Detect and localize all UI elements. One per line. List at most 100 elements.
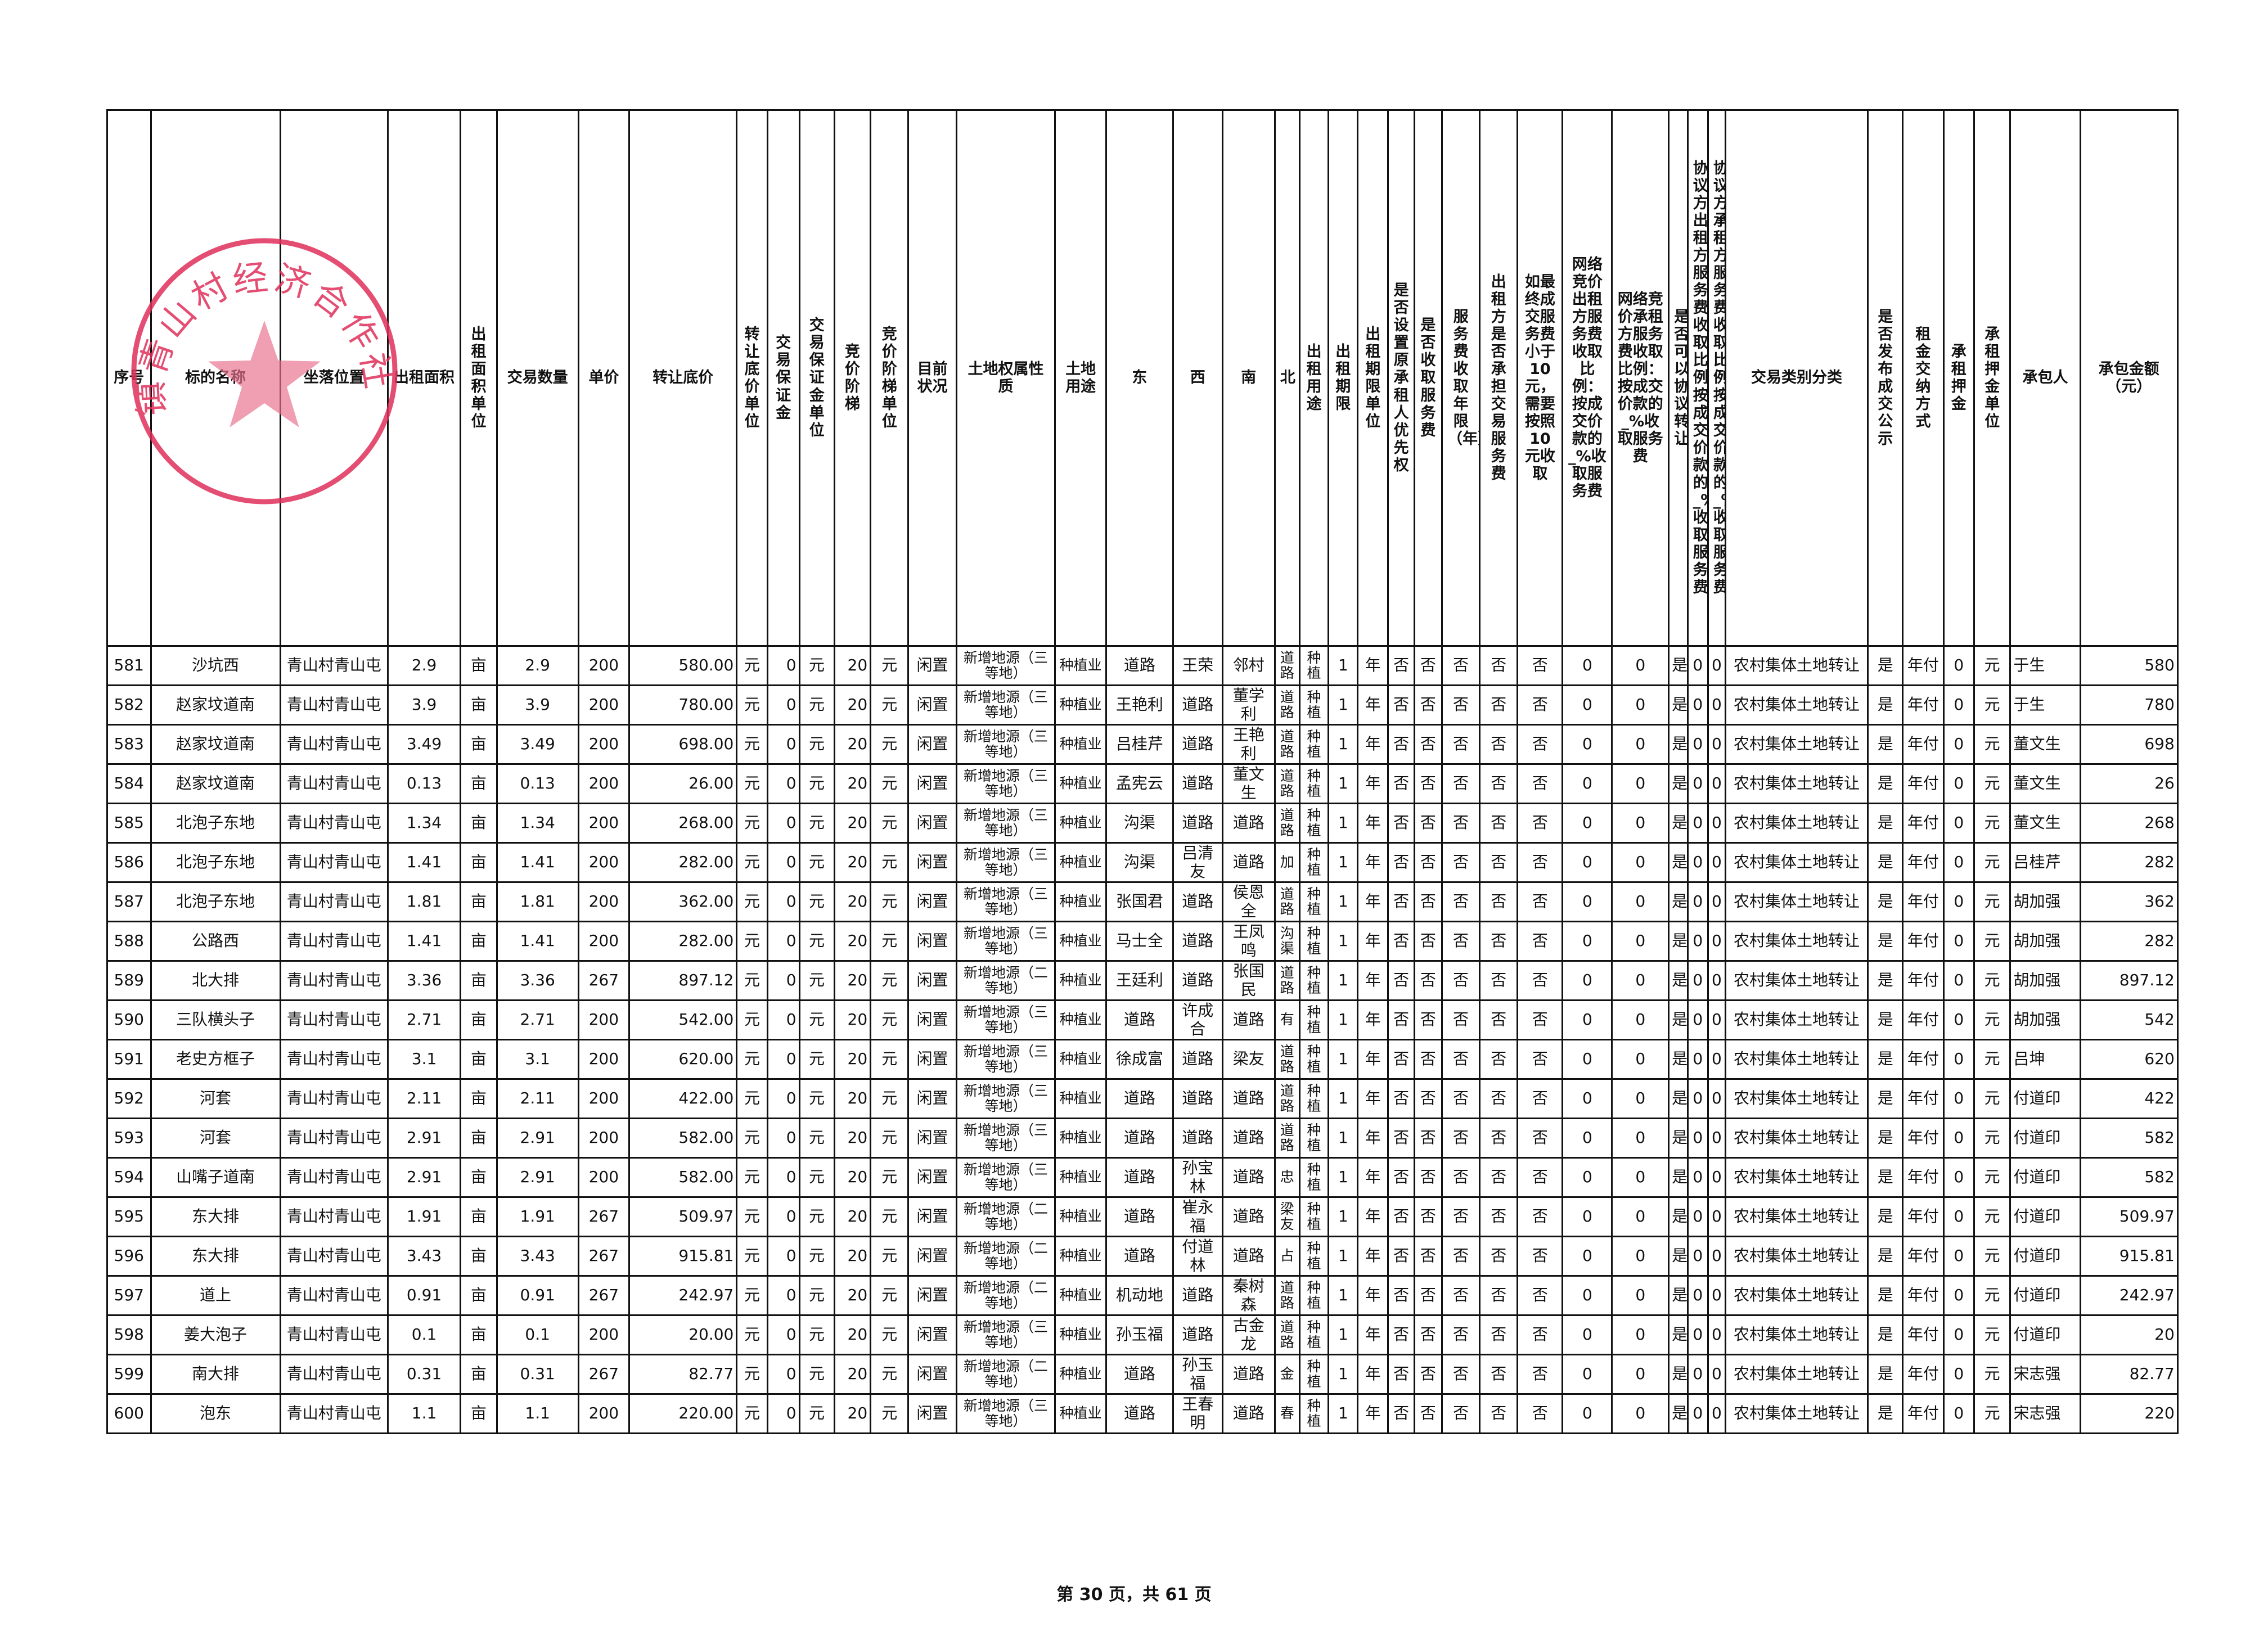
cell-16: 孙玉福 xyxy=(1105,1314,1174,1355)
cell-24: 否 xyxy=(1413,842,1443,883)
cell-2: 青山村青山屯 xyxy=(279,1275,389,1316)
cell-23: 否 xyxy=(1387,1393,1415,1434)
cell-36: 0 xyxy=(1942,803,1975,844)
cell-36: 0 xyxy=(1942,921,1975,962)
cell-4: 亩 xyxy=(460,881,498,922)
cell-36: 0 xyxy=(1942,1196,1975,1237)
cell-19: 道路 xyxy=(1274,881,1300,922)
cell-19: 占 xyxy=(1274,1236,1300,1277)
cell-37: 元 xyxy=(1973,921,2012,962)
cell-22: 年 xyxy=(1357,1354,1389,1395)
cell-30: 是 xyxy=(1668,803,1689,844)
cell-32: 0 xyxy=(1707,1118,1726,1159)
cell-16: 道路 xyxy=(1105,645,1174,686)
cell-16: 道路 xyxy=(1105,1393,1174,1434)
cell-36: 0 xyxy=(1942,1393,1975,1434)
cell-31: 0 xyxy=(1686,1275,1709,1316)
cell-17: 道路 xyxy=(1172,1314,1223,1355)
cell-24: 否 xyxy=(1413,1196,1443,1237)
cell-12: 元 xyxy=(870,1078,910,1119)
cell-8: 元 xyxy=(736,921,768,962)
cell-4: 亩 xyxy=(460,1393,498,1434)
cell-16: 道路 xyxy=(1105,1236,1174,1277)
cell-30: 是 xyxy=(1668,1354,1689,1395)
cell-6: 200 xyxy=(577,1393,631,1434)
cell-21: 1 xyxy=(1328,1236,1359,1277)
cell-31: 0 xyxy=(1686,1157,1709,1198)
cell-9: 0 xyxy=(766,1078,800,1119)
cell-10: 元 xyxy=(798,1157,835,1198)
cell-0: 599 xyxy=(106,1354,152,1395)
cell-30: 是 xyxy=(1668,645,1689,686)
cell-9: 0 xyxy=(766,921,800,962)
cell-23: 否 xyxy=(1387,881,1415,922)
cell-32: 0 xyxy=(1707,960,1726,1001)
cell-13: 闲置 xyxy=(907,881,957,922)
cell-39: 582 xyxy=(2079,1118,2179,1159)
cell-13: 闲置 xyxy=(907,645,957,686)
cell-27: 否 xyxy=(1516,1078,1564,1119)
cell-37: 元 xyxy=(1973,1236,2012,1277)
cell-38: 于生 xyxy=(2009,684,2081,726)
cell-25: 否 xyxy=(1441,1236,1481,1277)
cell-29: 0 xyxy=(1611,1354,1670,1395)
cell-23: 否 xyxy=(1387,921,1415,962)
cell-32: 0 xyxy=(1707,881,1726,922)
cell-29: 0 xyxy=(1611,1236,1670,1277)
cell-27: 否 xyxy=(1516,921,1564,962)
cell-17: 道路 xyxy=(1172,881,1223,922)
cell-11: 20 xyxy=(833,842,872,883)
cell-26: 否 xyxy=(1479,1196,1519,1237)
cell-29: 0 xyxy=(1611,684,1670,726)
cell-6: 200 xyxy=(577,803,631,844)
cell-3: 3.36 xyxy=(386,960,462,1001)
cell-32: 0 xyxy=(1707,1039,1726,1080)
cell-18: 道路 xyxy=(1221,999,1276,1040)
cell-7: 82.77 xyxy=(628,1354,738,1395)
cell-32: 0 xyxy=(1707,1275,1726,1316)
cell-15: 种植业 xyxy=(1054,1354,1107,1395)
cell-29: 0 xyxy=(1611,724,1670,765)
cell-18: 道路 xyxy=(1221,803,1276,844)
cell-24: 否 xyxy=(1413,724,1443,765)
cell-28: 0 xyxy=(1562,1157,1613,1198)
cell-7: 282.00 xyxy=(628,921,738,962)
cell-1: 河套 xyxy=(150,1078,281,1119)
cell-12: 元 xyxy=(870,1275,910,1316)
cell-4: 亩 xyxy=(460,1157,498,1198)
cell-15: 种植业 xyxy=(1054,1078,1107,1119)
cell-30: 是 xyxy=(1668,1236,1689,1277)
cell-21: 1 xyxy=(1328,999,1359,1040)
cell-23: 否 xyxy=(1387,1275,1415,1316)
cell-38: 胡加强 xyxy=(2009,921,2081,962)
cell-12: 元 xyxy=(870,842,910,883)
cell-8: 元 xyxy=(736,999,768,1040)
cell-1: 北大排 xyxy=(150,960,281,1001)
cell-30: 是 xyxy=(1668,960,1689,1001)
cell-26: 否 xyxy=(1479,1314,1519,1355)
cell-2: 青山村青山屯 xyxy=(279,1236,389,1277)
cell-2: 青山村青山屯 xyxy=(279,1393,389,1434)
cell-21: 1 xyxy=(1328,960,1359,1001)
cell-29: 0 xyxy=(1611,1196,1670,1237)
cell-35: 年付 xyxy=(1902,1196,1945,1237)
cell-8: 元 xyxy=(736,1078,768,1119)
cell-18: 秦树森 xyxy=(1221,1275,1276,1316)
cell-31: 0 xyxy=(1686,1196,1709,1237)
cell-15: 种植业 xyxy=(1054,960,1107,1001)
cell-15: 种植业 xyxy=(1054,1157,1107,1198)
cell-33: 农村集体土地转让 xyxy=(1724,921,1869,962)
cell-25: 否 xyxy=(1441,645,1481,686)
cell-21: 1 xyxy=(1328,921,1359,962)
cell-4: 亩 xyxy=(460,1118,498,1159)
cell-9: 0 xyxy=(766,763,800,804)
cell-18: 张国民 xyxy=(1221,960,1276,1001)
cell-38: 胡加强 xyxy=(2009,881,2081,922)
cell-24: 否 xyxy=(1413,1354,1443,1395)
cell-5: 2.91 xyxy=(496,1118,579,1159)
cell-17: 道路 xyxy=(1172,763,1223,804)
cell-36: 0 xyxy=(1942,724,1975,765)
cell-25: 否 xyxy=(1441,921,1481,962)
